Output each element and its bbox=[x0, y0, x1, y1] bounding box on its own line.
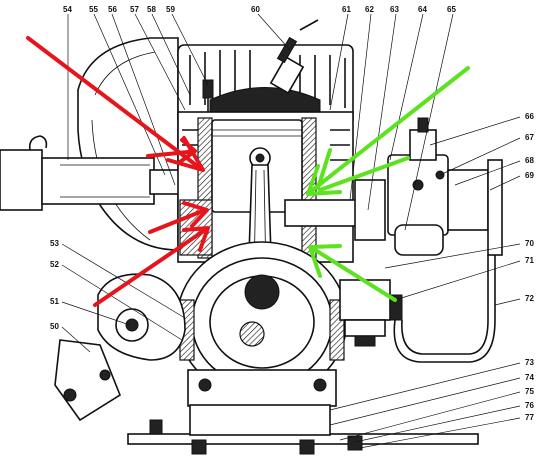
part-labels: 54 55 56 57 58 59 60 61 62 63 64 65 66 6… bbox=[50, 5, 534, 422]
green-arrow-3 bbox=[310, 246, 397, 302]
label-70: 70 bbox=[525, 239, 534, 248]
label-62: 62 bbox=[365, 5, 374, 14]
label-66: 66 bbox=[525, 112, 534, 121]
label-76: 76 bbox=[525, 401, 534, 410]
label-68: 68 bbox=[525, 156, 534, 165]
red-arrow-1 bbox=[26, 36, 202, 170]
label-58: 58 bbox=[147, 5, 156, 14]
label-64: 64 bbox=[418, 5, 427, 14]
red-arrows bbox=[26, 36, 210, 307]
label-77: 77 bbox=[525, 413, 534, 422]
leader-lines bbox=[61, 13, 521, 449]
label-57: 57 bbox=[130, 5, 139, 14]
label-54: 54 bbox=[63, 5, 72, 14]
label-65: 65 bbox=[447, 5, 456, 14]
label-52: 52 bbox=[50, 260, 59, 269]
label-69: 69 bbox=[525, 171, 534, 180]
label-53: 53 bbox=[50, 239, 59, 248]
exhaust-pipe bbox=[0, 135, 181, 211]
carburetor bbox=[387, 117, 503, 256]
label-56: 56 bbox=[108, 5, 117, 14]
green-arrow-4 bbox=[316, 148, 332, 190]
label-67: 67 bbox=[525, 133, 534, 142]
label-74: 74 bbox=[525, 373, 534, 382]
red-arrow-2 bbox=[146, 148, 194, 158]
red-arrow-3 bbox=[148, 208, 207, 234]
fuel-valve bbox=[339, 279, 403, 347]
label-59: 59 bbox=[166, 5, 175, 14]
green-arrows bbox=[306, 66, 470, 302]
green-arrow-2 bbox=[318, 156, 410, 192]
cylinder-head bbox=[177, 44, 354, 126]
fuel-line bbox=[393, 255, 496, 363]
label-71: 71 bbox=[525, 256, 534, 265]
label-73: 73 bbox=[525, 358, 534, 367]
crankcase bbox=[176, 241, 348, 407]
label-55: 55 bbox=[89, 5, 98, 14]
label-63: 63 bbox=[390, 5, 399, 14]
green-arrow-1 bbox=[308, 66, 470, 194]
starter-housing bbox=[54, 273, 186, 422]
label-61: 61 bbox=[342, 5, 351, 14]
label-72: 72 bbox=[525, 294, 534, 303]
label-75: 75 bbox=[525, 387, 534, 396]
fan-shroud bbox=[77, 37, 179, 251]
label-60: 60 bbox=[251, 5, 260, 14]
engine-mount bbox=[127, 378, 479, 455]
red-arrow-4 bbox=[93, 228, 207, 307]
intake-manifold bbox=[284, 179, 386, 241]
spark-plug bbox=[269, 19, 319, 95]
label-50: 50 bbox=[50, 322, 59, 331]
label-51: 51 bbox=[50, 297, 59, 306]
